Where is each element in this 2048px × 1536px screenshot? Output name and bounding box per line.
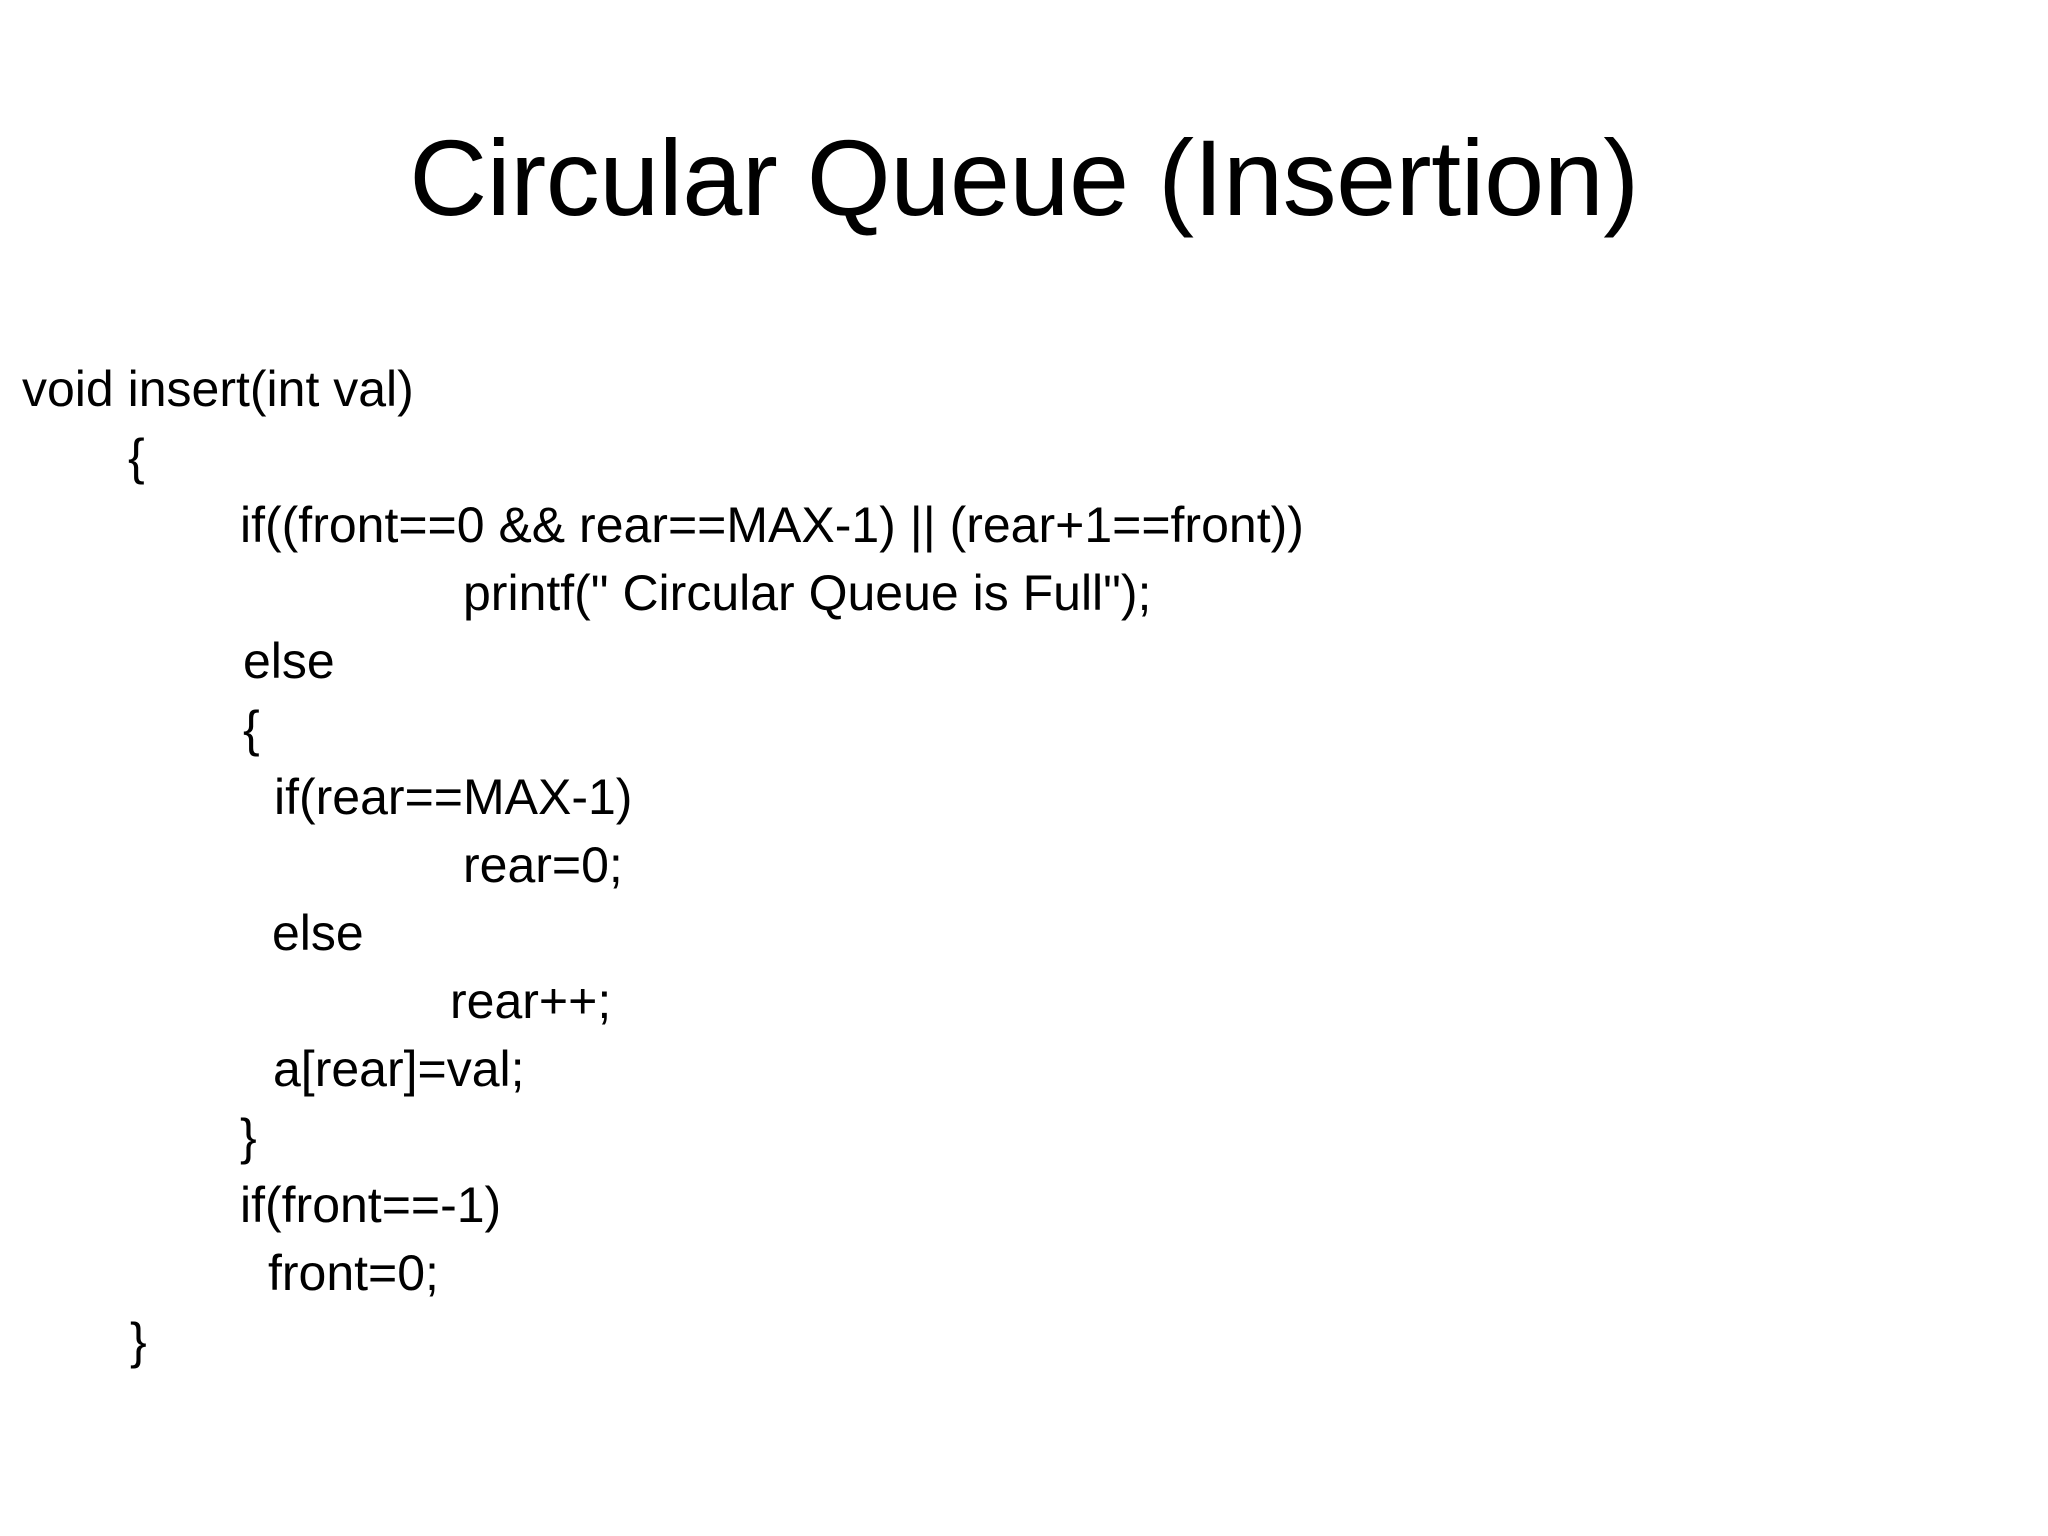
code-line: void insert(int val) bbox=[22, 361, 414, 417]
code-line: rear=0; bbox=[463, 837, 623, 893]
page-title: Circular Queue (Insertion) bbox=[409, 117, 1639, 238]
code-line: else bbox=[272, 905, 364, 961]
code-block: void insert(int val) { if((front==0 && r… bbox=[0, 355, 2048, 1375]
code-line: else bbox=[243, 633, 335, 689]
code-line: { bbox=[243, 701, 260, 757]
code-line: front=0; bbox=[268, 1245, 439, 1301]
code-line: rear++; bbox=[450, 973, 612, 1029]
code-line: printf(" Circular Queue is Full"); bbox=[463, 565, 1152, 621]
code-line: } bbox=[130, 1313, 147, 1369]
code-line: if((front==0 && rear==MAX-1) || (rear+1=… bbox=[240, 497, 1304, 553]
code-line: if(front==-1) bbox=[240, 1177, 502, 1233]
code-line: a[rear]=val; bbox=[273, 1041, 525, 1097]
code-line: if(rear==MAX-1) bbox=[274, 769, 633, 825]
code-line: { bbox=[128, 429, 145, 485]
code-line: } bbox=[240, 1109, 257, 1165]
